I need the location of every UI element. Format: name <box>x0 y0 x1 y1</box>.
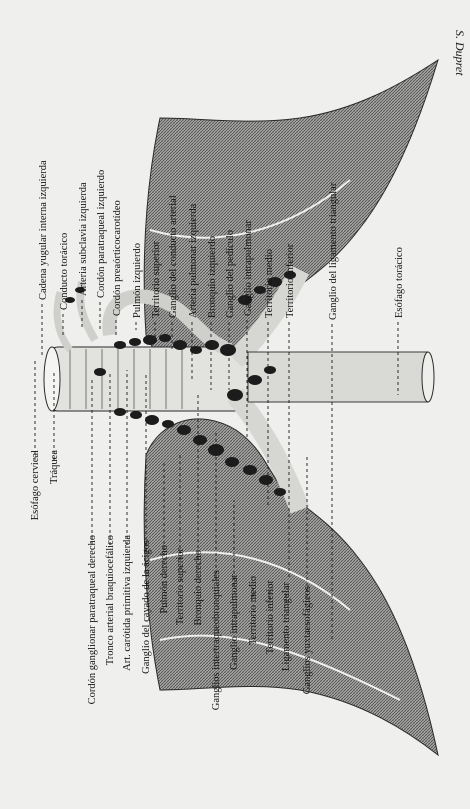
left-label: Ganglios intertraqueobronquiales <box>211 570 222 710</box>
lymph-node <box>177 425 191 435</box>
right-label: Ganglio del ligamento triangular <box>328 182 339 320</box>
lymph-node <box>205 340 219 350</box>
artist-signature: S. Dupret <box>453 30 467 76</box>
lymph-node <box>227 389 243 401</box>
right-label: Ganglio intrapulmonar <box>243 220 254 316</box>
left-label: Ganglios yuxtaesofágicos <box>302 586 313 694</box>
lymph-node <box>159 334 171 342</box>
esophagus <box>248 352 428 402</box>
right-label: Conducto torácico <box>59 233 70 310</box>
lymph-node <box>264 366 276 374</box>
right-label: Territorio inferior <box>285 243 296 318</box>
right-label: Cordón paratraqueal izquierdo <box>96 170 107 298</box>
right-label: Pulmón izquierdo <box>132 243 143 318</box>
left-label: Ligamento triangular <box>281 582 292 671</box>
trachea-opening <box>44 347 60 411</box>
right-label: Ganglio del conducto arterial <box>168 195 179 318</box>
esophagus-end <box>422 352 434 402</box>
left-label: Ganglio del cayado de la ácigos <box>141 540 152 674</box>
right-label: Cordón preaórticocarotídeo <box>112 200 123 316</box>
right-label: Ganglio del pedículo <box>225 230 236 318</box>
left-label: Pulmón derecho <box>159 545 170 614</box>
lymph-node <box>130 411 142 419</box>
left-label: Territorio superior <box>175 548 186 626</box>
right-label: Esófago torácico <box>394 247 405 318</box>
lymph-node <box>129 338 141 346</box>
right-label: Cadena yugular interna izquierda <box>38 160 49 300</box>
lymph-node <box>220 344 236 356</box>
left-label: Bronquio derecho <box>193 550 204 626</box>
right-label: Arteria pulmonar izquierda <box>188 203 199 318</box>
right-label: Territorio medio <box>264 249 275 318</box>
left-label: Tráquea <box>49 450 60 484</box>
left-label: Art. carótida primitiva izquierda <box>122 535 133 671</box>
lymph-node <box>274 488 286 496</box>
right-label: Territorio superior <box>151 240 162 318</box>
left-label: Ganglio intrapulmonar <box>229 573 240 669</box>
left-label: Tronco arterial braquiocefálico <box>105 535 116 665</box>
lymph-node <box>173 340 187 350</box>
lymph-node <box>94 368 106 376</box>
left-label: Territorio inferior <box>265 580 276 655</box>
left-label: Esófago cervical <box>30 450 41 520</box>
left-label: Territorio medio <box>248 576 259 645</box>
lymph-node <box>243 465 257 475</box>
lymph-node <box>259 475 273 485</box>
right-label: Bronquio izquierdo <box>207 236 218 318</box>
lymph-node <box>114 408 126 416</box>
right-label: Arteria subclavia izquierda <box>78 182 89 296</box>
lymph-node <box>114 341 126 349</box>
lymph-node <box>193 435 207 445</box>
lymph-node <box>162 420 174 428</box>
lymph-node <box>225 457 239 467</box>
trachea <box>48 347 248 411</box>
left-label: Cordón ganglionar paratraqueal derecho <box>87 535 98 704</box>
lymph-node <box>145 415 159 425</box>
lymph-node <box>248 375 262 385</box>
